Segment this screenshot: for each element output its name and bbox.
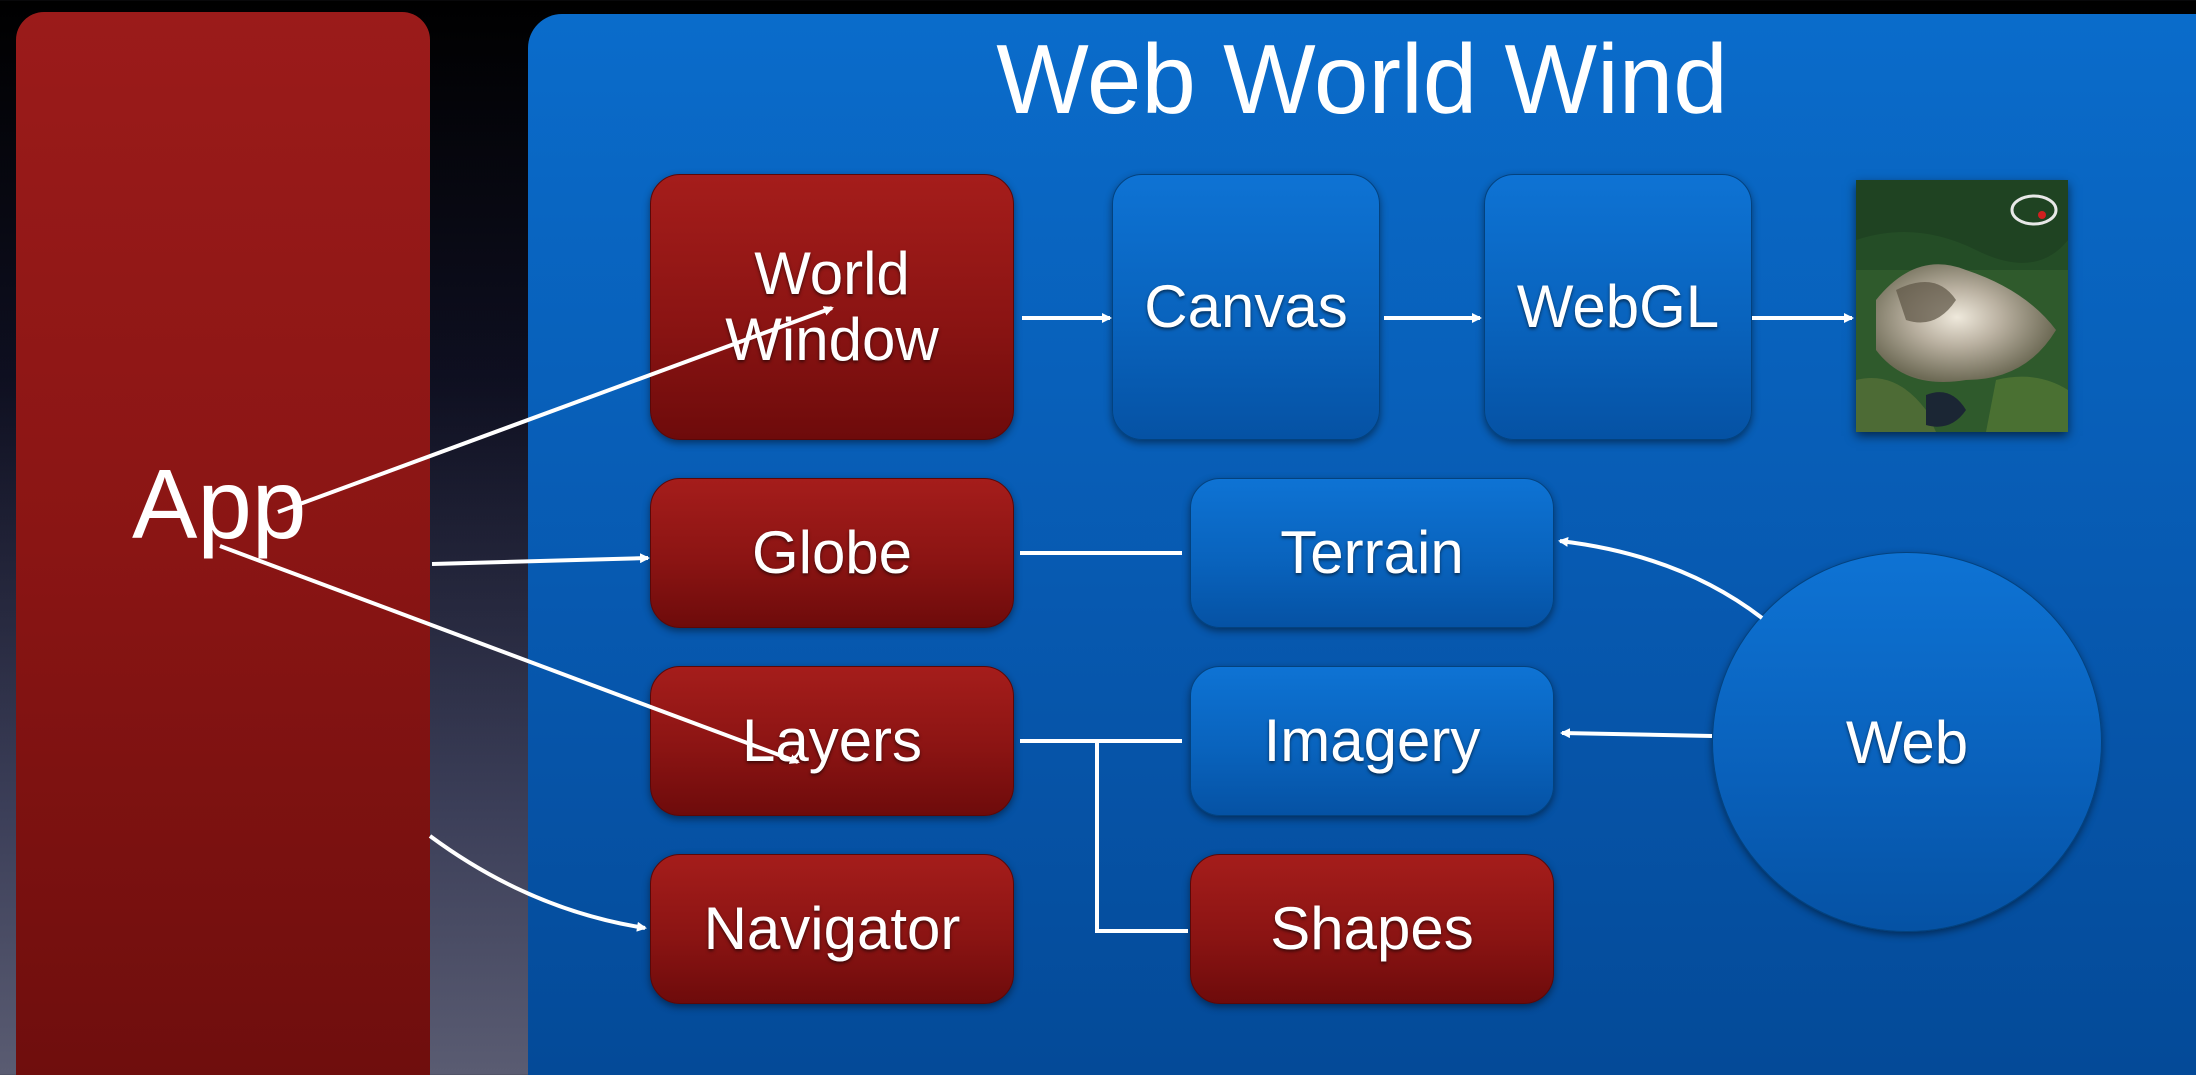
- globe-box: Globe: [650, 478, 1014, 628]
- terrain-label: Terrain: [1280, 519, 1464, 586]
- web-label: Web: [1845, 708, 1969, 776]
- canvas-label: Canvas: [1144, 273, 1348, 340]
- arrow-app-to-layers: [219, 544, 800, 764]
- arrow-web-to-imagery: [1560, 728, 1713, 739]
- navigator-label: Navigator: [703, 895, 961, 962]
- arrow-app-to-navigator: [428, 834, 647, 932]
- arrow-app-to-world-window: [277, 306, 834, 514]
- line-layers-to-shapes: [1095, 741, 1188, 933]
- imagery-box: Imagery: [1190, 666, 1554, 816]
- satellite-terrain-image: [1856, 180, 2068, 432]
- webgl-box: WebGL: [1484, 174, 1752, 440]
- app-label: App: [132, 449, 307, 559]
- arrow-web-to-terrain: [1558, 536, 1764, 620]
- world-window-label: World Window: [725, 240, 939, 373]
- shapes-box: Shapes: [1190, 854, 1554, 1004]
- diagram-title: Web World Wind: [996, 24, 1728, 134]
- layers-box: Layers: [650, 666, 1014, 816]
- arrow-app-to-globe: [431, 553, 650, 566]
- globe-label: Globe: [751, 519, 913, 586]
- webgl-label: WebGL: [1516, 273, 1720, 340]
- web-circle: Web: [1712, 552, 2102, 932]
- app-panel: [16, 12, 430, 1075]
- shapes-label: Shapes: [1270, 895, 1474, 962]
- world-window-box: World Window: [650, 174, 1014, 440]
- terrain-box: Terrain: [1190, 478, 1554, 628]
- imagery-label: Imagery: [1263, 707, 1481, 774]
- canvas-box: Canvas: [1112, 174, 1380, 440]
- layers-label: Layers: [741, 707, 923, 774]
- navigator-box: Navigator: [650, 854, 1014, 1004]
